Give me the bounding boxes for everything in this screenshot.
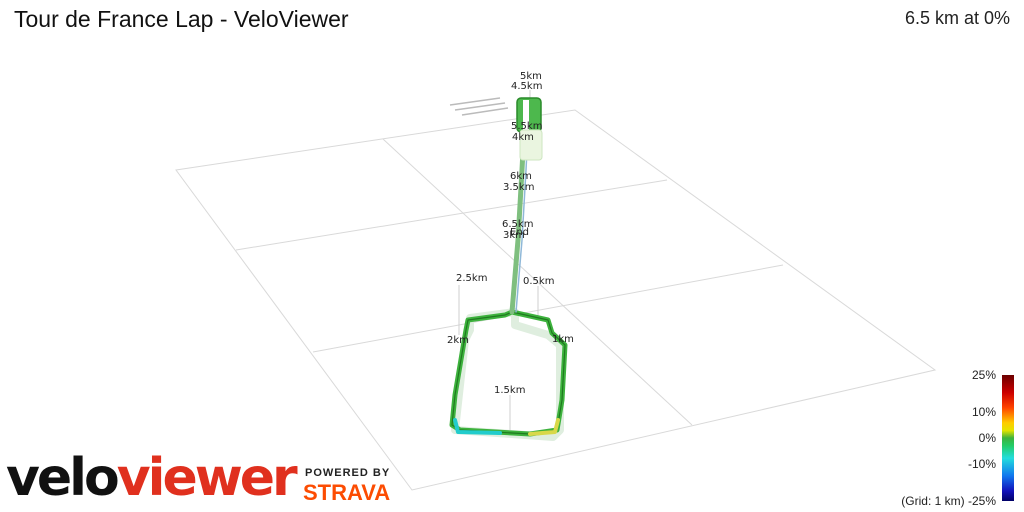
gradient-color-bar — [1002, 375, 1014, 501]
km-marker-label: 4.5km — [511, 81, 542, 92]
km-marker-label: End — [510, 227, 529, 238]
direction-arrows — [449, 97, 509, 116]
km-marker-label: 3km — [503, 230, 525, 241]
veloviewer-logo[interactable]: veloviewer — [6, 448, 298, 508]
km-marker-label: 1km — [552, 334, 574, 345]
legend-label-0: 0% — [978, 431, 996, 445]
legend-label-max: 25% — [971, 368, 996, 382]
route-shadow — [451, 308, 564, 441]
ground-grid — [175, 109, 937, 491]
km-marker-label: 6km — [510, 171, 532, 182]
logo-viewer: viewer — [116, 448, 298, 508]
km-marker-label: 0.5km — [523, 276, 554, 287]
grid-note-text: (Grid: 1 km) — [901, 494, 965, 508]
km-marker-label: 6.5km — [502, 219, 533, 230]
elevation-readout: 6.5 km at 0% — [904, 8, 1010, 28]
legend-label-min: -25% — [967, 494, 996, 508]
km-marker-label: 2km — [447, 335, 469, 346]
km-marker-label: 5km — [520, 71, 542, 82]
km-marker-label: 1.5km — [494, 385, 525, 396]
legend-label-neg10: -10% — [967, 457, 996, 471]
page-title: Tour de France Lap - VeloViewer — [14, 6, 349, 32]
km-marker-label: 3.5km — [503, 182, 534, 193]
km-marker-label: 5.5km — [511, 121, 542, 132]
km-marker-label: 4km — [512, 132, 534, 143]
grid-scale-note: (Grid: 1 km) -25% — [901, 494, 996, 508]
km-marker-label: 2.5km — [456, 273, 487, 284]
powered-by-label: POWERED BY — [305, 467, 391, 479]
strava-logo[interactable]: STRAVA — [303, 480, 391, 505]
legend-label-10: 10% — [971, 405, 996, 419]
route-line — [449, 97, 568, 437]
km-markers: 5km 4.5km 5.5km 4km 6km 3.5km 6.5km 3km … — [447, 71, 574, 396]
logo-velo: velo — [6, 448, 120, 508]
